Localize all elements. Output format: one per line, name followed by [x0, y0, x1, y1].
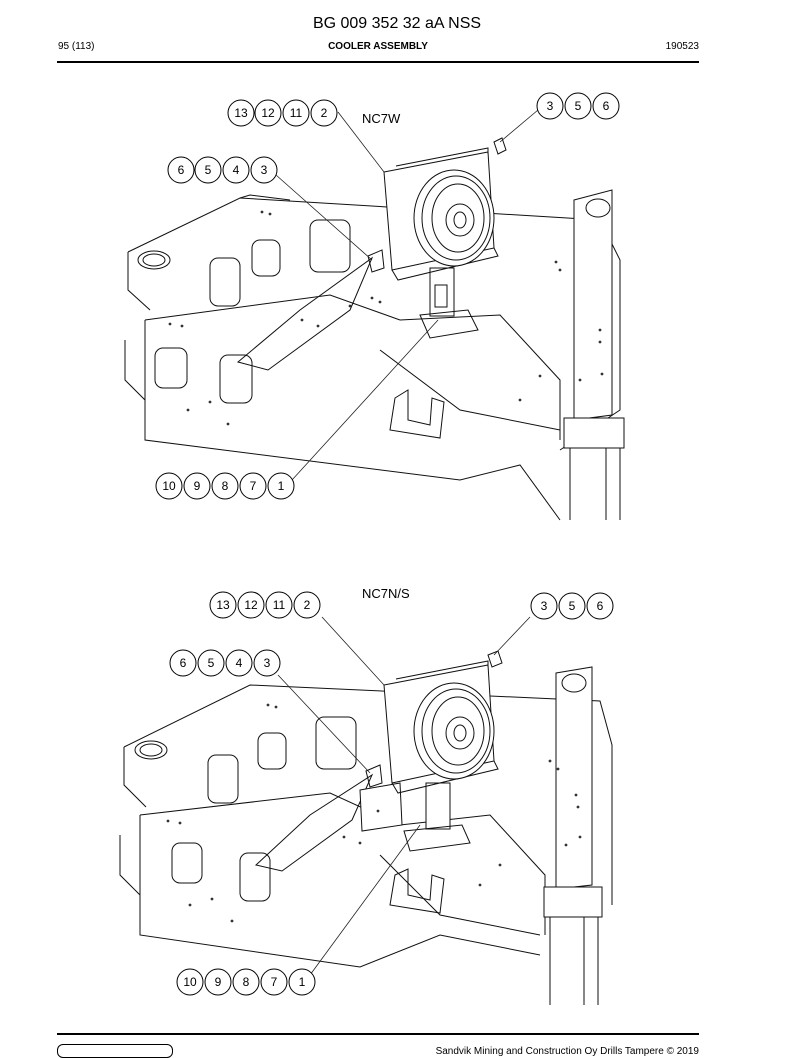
svg-text:12: 12 — [244, 598, 258, 612]
callout-bubble: 10 — [176, 968, 204, 996]
callout-bubble: 4 — [222, 156, 250, 184]
svg-text:12: 12 — [261, 106, 275, 120]
svg-text:3: 3 — [261, 163, 268, 177]
header-rule — [57, 61, 699, 63]
svg-text:11: 11 — [273, 598, 286, 612]
svg-text:11: 11 — [290, 106, 303, 120]
callout-group-bottom: 10 9 8 7 1 — [176, 968, 316, 996]
svg-text:6: 6 — [603, 99, 610, 113]
callout-bubble: 5 — [558, 592, 586, 620]
svg-text:6: 6 — [180, 656, 187, 670]
callout-bubble: 1 — [267, 472, 295, 500]
variant-label: NC7W — [362, 111, 401, 126]
callout-bubble: 10 — [155, 472, 183, 500]
callout-group-top: 13 12 11 2 — [227, 99, 338, 127]
callout-group-right: 3 5 6 — [530, 592, 614, 620]
leader-lines — [275, 109, 539, 481]
callout-bubble: 6 — [169, 649, 197, 677]
callout-bubble: 11 — [282, 99, 310, 127]
callout-bubble: 2 — [293, 591, 321, 619]
callout-bubble: 8 — [211, 472, 239, 500]
callout-bubble: 7 — [239, 472, 267, 500]
sandvik-logo-icon — [57, 1044, 173, 1058]
svg-text:10: 10 — [183, 975, 197, 989]
callout-bubble: 2 — [310, 99, 338, 127]
callout-bubble: 12 — [237, 591, 265, 619]
svg-text:5: 5 — [575, 99, 582, 113]
callout-bubble: 9 — [183, 472, 211, 500]
svg-text:5: 5 — [205, 163, 212, 177]
callout-bubble: 8 — [232, 968, 260, 996]
callout-group-left: 6 5 4 3 — [167, 156, 278, 184]
callout-bubble: 12 — [254, 99, 282, 127]
callout-bubble: 7 — [260, 968, 288, 996]
callout-bubble: 13 — [227, 99, 255, 127]
svg-text:2: 2 — [304, 598, 311, 612]
svg-text:13: 13 — [234, 106, 248, 120]
callout-bubble: 9 — [204, 968, 232, 996]
svg-text:1: 1 — [278, 479, 285, 493]
svg-text:9: 9 — [215, 975, 222, 989]
svg-text:8: 8 — [222, 479, 229, 493]
callout-bubble: 3 — [253, 649, 281, 677]
svg-text:5: 5 — [569, 599, 576, 613]
callout-bubble: 3 — [536, 92, 564, 120]
svg-text:1: 1 — [299, 975, 306, 989]
machine-frame-drawing — [119, 650, 613, 1005]
callout-bubble: 3 — [250, 156, 278, 184]
page-number: 95 (113) — [58, 41, 95, 52]
leader-lines — [277, 616, 531, 976]
callout-bubble: 3 — [530, 592, 558, 620]
document-date: 190523 — [665, 41, 699, 52]
callout-bubble: 5 — [197, 649, 225, 677]
footer-rule — [57, 1033, 699, 1035]
machine-frame-drawing — [124, 137, 625, 521]
svg-text:4: 4 — [233, 163, 240, 177]
document-number: BG 009 352 32 aA NSS — [312, 15, 482, 32]
svg-text:6: 6 — [178, 163, 185, 177]
svg-text:3: 3 — [541, 599, 548, 613]
callout-group-right: 3 5 6 — [536, 92, 620, 120]
svg-text:7: 7 — [271, 975, 278, 989]
callout-bubble: 13 — [209, 591, 237, 619]
svg-text:4: 4 — [236, 656, 243, 670]
callout-group-top: 13 12 11 2 — [209, 591, 321, 619]
svg-text:7: 7 — [250, 479, 257, 493]
callout-group-bottom: 10 9 8 7 1 — [155, 472, 295, 500]
callout-bubble: 5 — [564, 92, 592, 120]
svg-text:6: 6 — [597, 599, 604, 613]
svg-text:5: 5 — [208, 656, 215, 670]
variant-label: NC7N/S — [362, 586, 410, 601]
svg-text:10: 10 — [162, 479, 176, 493]
svg-text:3: 3 — [264, 656, 271, 670]
section-title: COOLER ASSEMBLY — [328, 41, 428, 52]
callout-bubble: 5 — [194, 156, 222, 184]
callout-bubble: 6 — [586, 592, 614, 620]
callout-bubble: 6 — [592, 92, 620, 120]
svg-text:8: 8 — [243, 975, 250, 989]
callout-bubble: 6 — [167, 156, 195, 184]
callout-bubble: 1 — [288, 968, 316, 996]
svg-text:9: 9 — [194, 479, 201, 493]
svg-text:2: 2 — [321, 106, 328, 120]
figure-nc7w: NC7W 13 12 11 2 3 5 6 6 5 4 3 10 9 8 7 1 — [124, 92, 625, 521]
svg-text:3: 3 — [547, 99, 554, 113]
figure-nc7ns: NC7N/S 13 12 11 2 3 5 6 6 5 4 3 10 9 8 7… — [119, 586, 614, 1005]
callout-bubble: 4 — [225, 649, 253, 677]
footer-copyright: Sandvik Mining and Construction Oy Drill… — [435, 1046, 699, 1057]
callout-group-left: 6 5 4 3 — [169, 649, 281, 677]
callout-bubble: 11 — [265, 591, 293, 619]
svg-text:13: 13 — [216, 598, 230, 612]
